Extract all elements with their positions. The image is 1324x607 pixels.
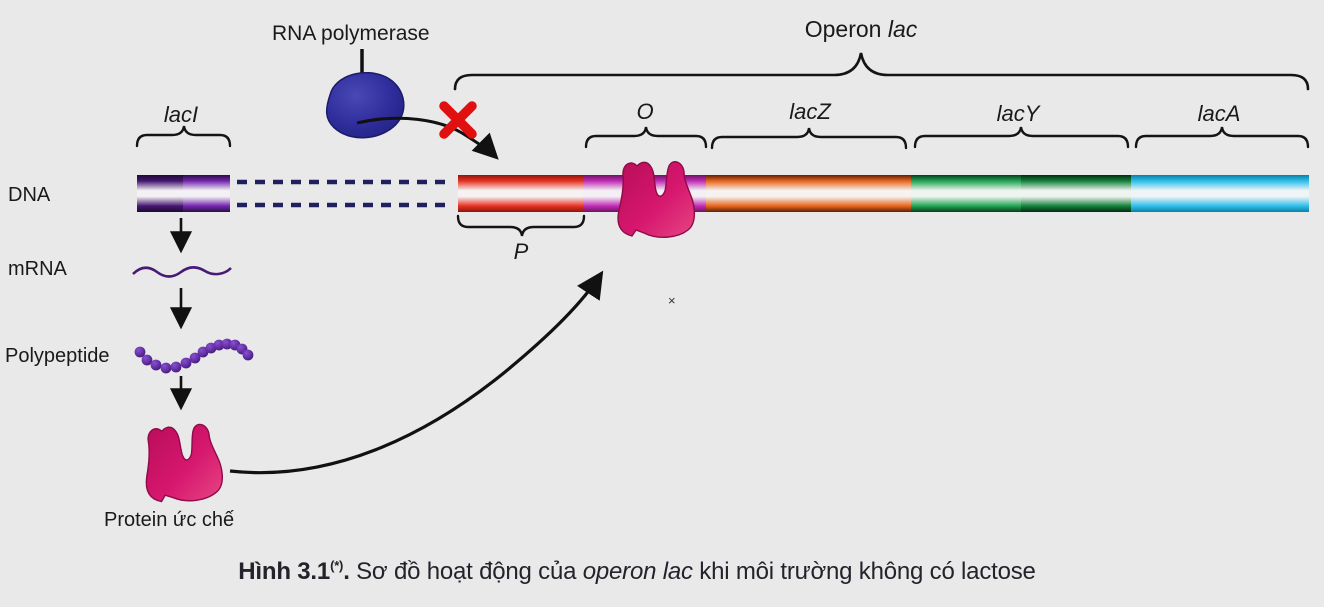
mrna-wave xyxy=(132,266,232,278)
lacy-label: lacY xyxy=(996,101,1040,126)
blocked-arrow xyxy=(356,116,499,160)
repressor-binding-arrow xyxy=(229,270,604,475)
operon-word: Operon xyxy=(804,16,882,42)
operator-label: O xyxy=(636,99,654,124)
operon-gene-word: lac xyxy=(887,16,918,42)
blocked-x-icon xyxy=(439,101,477,139)
rna-polymerase xyxy=(326,49,405,139)
caption-figure-ref: Hình 3.1 xyxy=(238,558,331,585)
operon-lac-label: Operon lac xyxy=(804,16,918,42)
repressor-protein-label: Protein ức chế xyxy=(104,509,235,531)
laci-segment-right xyxy=(183,175,230,212)
dna-label: DNA xyxy=(8,184,51,206)
lacz-brace xyxy=(710,127,908,150)
caption-italic-term: operon lac xyxy=(582,558,693,585)
rna-polymerase-blob xyxy=(326,72,405,139)
lacy-brace xyxy=(913,126,1130,149)
promoter-brace xyxy=(456,214,586,237)
laci-label: lacI xyxy=(163,102,199,127)
laci-brace xyxy=(135,125,232,148)
lacy-segment-right xyxy=(1021,175,1131,212)
promoter-segment xyxy=(458,175,583,212)
operator-brace xyxy=(584,126,708,149)
caption-separator: . xyxy=(343,558,350,585)
caption-note-marker: (*) xyxy=(330,558,344,573)
lacz-segment xyxy=(706,175,911,212)
promoter-label: P xyxy=(513,239,529,264)
laca-label: lacA xyxy=(1197,101,1241,126)
laca-brace xyxy=(1134,126,1310,149)
lacz-label: lacZ xyxy=(789,99,831,124)
caption-text-before: Sơ đồ hoạt động của xyxy=(349,558,583,585)
operon-lac-brace xyxy=(453,52,1310,91)
polypeptide-beads xyxy=(134,338,254,374)
lacy-segment-left xyxy=(911,175,1021,212)
dna-dashed-connector xyxy=(237,179,452,208)
braces xyxy=(135,52,1310,237)
blocked-transcription xyxy=(356,101,499,160)
repressor-protein-bound xyxy=(617,161,696,238)
laca-segment xyxy=(1131,175,1309,212)
caption-text-after: khi môi trường không có lactose xyxy=(692,558,1036,585)
rna-polymerase-label: RNA polymerase xyxy=(272,22,430,45)
mrna-label: mRNA xyxy=(8,258,67,280)
figure-caption: Hình 3.1(*). Sơ đồ hoạt động của operon … xyxy=(238,558,1036,586)
repressor-protein-free xyxy=(141,422,225,505)
polypeptide-label: Polypeptide xyxy=(5,345,110,367)
laci-segment-left xyxy=(137,175,183,212)
small-x-mark: × xyxy=(668,293,676,308)
